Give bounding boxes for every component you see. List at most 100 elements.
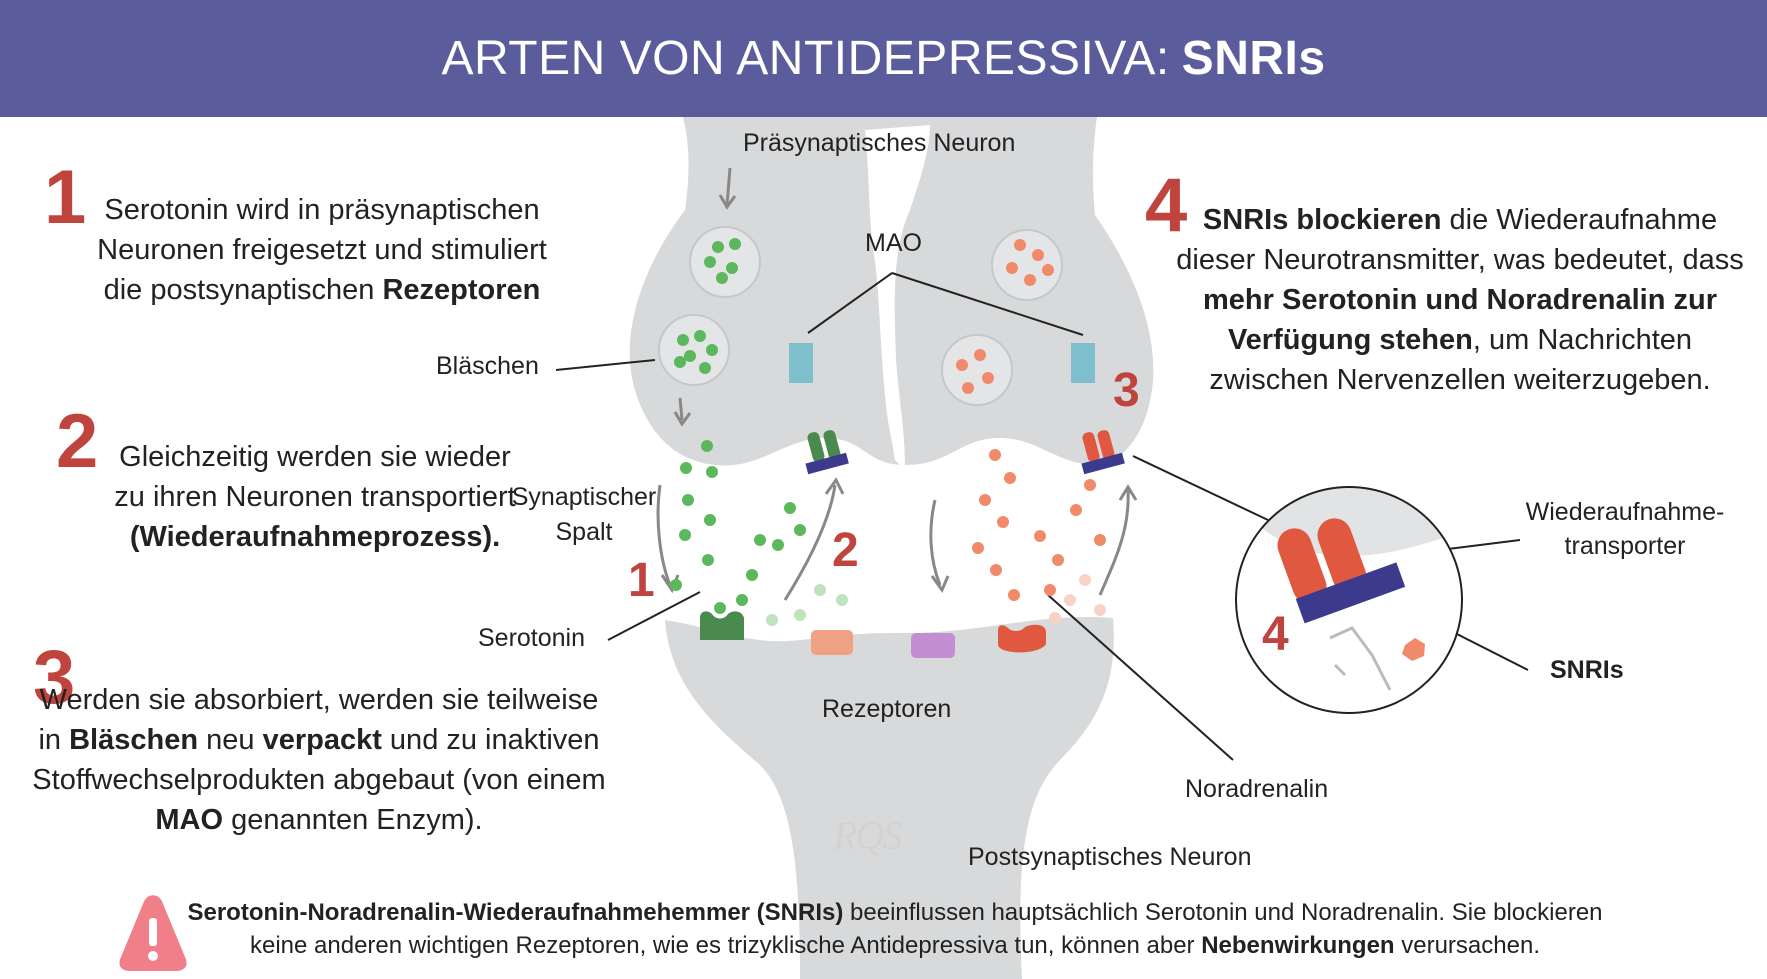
- step-1-number: 1: [44, 155, 87, 240]
- vesicle-serotonin-upper: [689, 226, 761, 298]
- serotonin-molecule: [706, 344, 718, 356]
- serotonin-molecule: [706, 466, 718, 478]
- noradrenalin-molecule: [1084, 479, 1096, 491]
- label-snris: SNRIs: [1550, 656, 1624, 684]
- label-presynaptic-neuron: Präsynaptisches Neuron: [743, 129, 1016, 157]
- noradrenalin-molecule: [1070, 504, 1082, 516]
- postsynaptic-neuron-shape: [665, 616, 1114, 979]
- serotonin-molecule: [684, 350, 696, 362]
- receptor-purple: [911, 633, 955, 658]
- noradrenalin-molecule-faded: [1094, 604, 1106, 616]
- serotonin-molecule: [714, 602, 726, 614]
- noradrenalin-molecule: [982, 372, 994, 384]
- noradrenalin-molecule: [962, 382, 974, 394]
- serotonin-molecule: [729, 238, 741, 250]
- step-3-text: Werden sie absorbiert, werden sie teilwe…: [32, 684, 606, 836]
- serotonin-molecule: [699, 362, 711, 374]
- label-postsynaptic-neuron: Postsynaptisches Neuron: [968, 843, 1252, 871]
- serotonin-molecule: [712, 241, 724, 253]
- label-reuptake-transporter: Wiederaufnahme- transporter: [1525, 498, 1725, 560]
- label-noradrenalin: Noradrenalin: [1185, 775, 1329, 803]
- presynaptic-gap: [865, 125, 930, 470]
- serotonin-molecule: [677, 334, 689, 346]
- serotonin-molecule: [679, 529, 691, 541]
- serotonin-molecule: [670, 579, 682, 591]
- receptor-serotonin-bound: [700, 611, 744, 640]
- noradrenalin-molecule: [990, 564, 1002, 576]
- mao-enzyme-left: [789, 343, 813, 383]
- serotonin-molecule: [701, 440, 713, 452]
- noradrenalin-molecule: [1042, 264, 1054, 276]
- flow-arrows: [656, 167, 1138, 601]
- noradrenalin-molecule: [1094, 534, 1106, 546]
- noradrenalin-molecule: [997, 516, 1009, 528]
- noradrenalin-molecule: [1004, 472, 1016, 484]
- noradrenalin-molecule: [1006, 262, 1018, 274]
- noradrenalin-molecule-faded: [1049, 612, 1061, 624]
- serotonin-molecule: [680, 462, 692, 474]
- serotonin-molecule: [794, 524, 806, 536]
- serotonin-molecule: [674, 356, 686, 368]
- serotonin-molecule: [754, 534, 766, 546]
- serotonin-molecule: [702, 554, 714, 566]
- vesicle-noradrenalin-lower: [941, 334, 1013, 406]
- noradrenalin-molecule: [1032, 249, 1044, 261]
- header-title-prefix: ARTEN VON ANTIDEPRESSIVA:: [441, 32, 1170, 85]
- serotonin-molecule: [746, 569, 758, 581]
- step-1-text: Serotonin wird in präsynaptischen Neuron…: [97, 194, 547, 306]
- serotonin-molecule: [726, 262, 738, 274]
- warning-triangle-icon: [119, 895, 187, 971]
- neurotransmitter-particles: [670, 238, 1106, 626]
- snri-zoom-circle: [1235, 486, 1463, 714]
- noradrenalin-molecule: [1024, 274, 1036, 286]
- noradrenalin-molecule: [979, 494, 991, 506]
- serotonin-molecule-faded: [814, 584, 826, 596]
- vesicle-noradrenalin-upper: [991, 229, 1063, 301]
- step-4-text: SNRIs blockieren die Wiederaufnahme dies…: [1176, 204, 1744, 396]
- receptor-orange: [811, 630, 853, 655]
- header-title-bold: SNRIs: [1181, 32, 1326, 85]
- noradrenalin-molecule-faded: [1064, 594, 1076, 606]
- diagram-number-4: 4: [1262, 608, 1289, 661]
- noradrenalin-molecule: [989, 449, 1001, 461]
- step-2-text: Gleichzeitig werden sie wieder zu ihren …: [114, 441, 516, 553]
- noradrenalin-molecule: [1034, 530, 1046, 542]
- serotonin-molecule: [682, 494, 694, 506]
- label-mao: MAO: [865, 229, 922, 257]
- serotonin-molecule: [772, 539, 784, 551]
- noradrenalin-molecule: [1008, 589, 1020, 601]
- footer-note: Serotonin-Noradrenalin-Wiederaufnahmehem…: [187, 899, 1603, 959]
- label-serotonin: Serotonin: [478, 624, 586, 652]
- receptor-noradrenalin-bound: [998, 624, 1046, 653]
- serotonin-molecule: [736, 594, 748, 606]
- serotonin-molecule-faded: [766, 614, 778, 626]
- noradrenalin-molecule: [1052, 554, 1064, 566]
- label-receptors: Rezeptoren: [822, 695, 952, 723]
- reuptake-transporter-serotonin: [805, 430, 849, 475]
- diagram-number-2: 2: [832, 524, 859, 577]
- noradrenalin-molecule: [1014, 239, 1026, 251]
- step-3-number: 3: [33, 635, 76, 720]
- rqs-logo: RQS: [833, 813, 902, 858]
- serotonin-molecule-faded: [794, 609, 806, 621]
- noradrenalin-molecule-faded: [1079, 574, 1091, 586]
- serotonin-molecule: [694, 330, 706, 342]
- diagram-number-3: 3: [1113, 364, 1140, 417]
- noradrenalin-molecule: [956, 359, 968, 371]
- label-synaptic-gap: Synaptischer Spalt: [511, 483, 657, 546]
- step-4-number: 4: [1145, 163, 1188, 248]
- vesicle-serotonin-lower: [658, 314, 730, 386]
- step-2-number: 2: [56, 399, 99, 484]
- label-vesicles: Bläschen: [436, 352, 539, 380]
- noradrenalin-molecule: [972, 542, 984, 554]
- noradrenalin-molecule: [974, 349, 986, 361]
- serotonin-molecule-faded: [836, 594, 848, 606]
- reuptake-transporter-noradrenalin: [1081, 430, 1125, 475]
- diagram-number-1: 1: [628, 554, 655, 607]
- mao-enzyme-right: [1071, 343, 1095, 383]
- serotonin-molecule: [704, 256, 716, 268]
- serotonin-molecule: [784, 502, 796, 514]
- page-header: ARTEN VON ANTIDEPRESSIVA: SNRIs: [0, 0, 1767, 117]
- serotonin-molecule: [716, 272, 728, 284]
